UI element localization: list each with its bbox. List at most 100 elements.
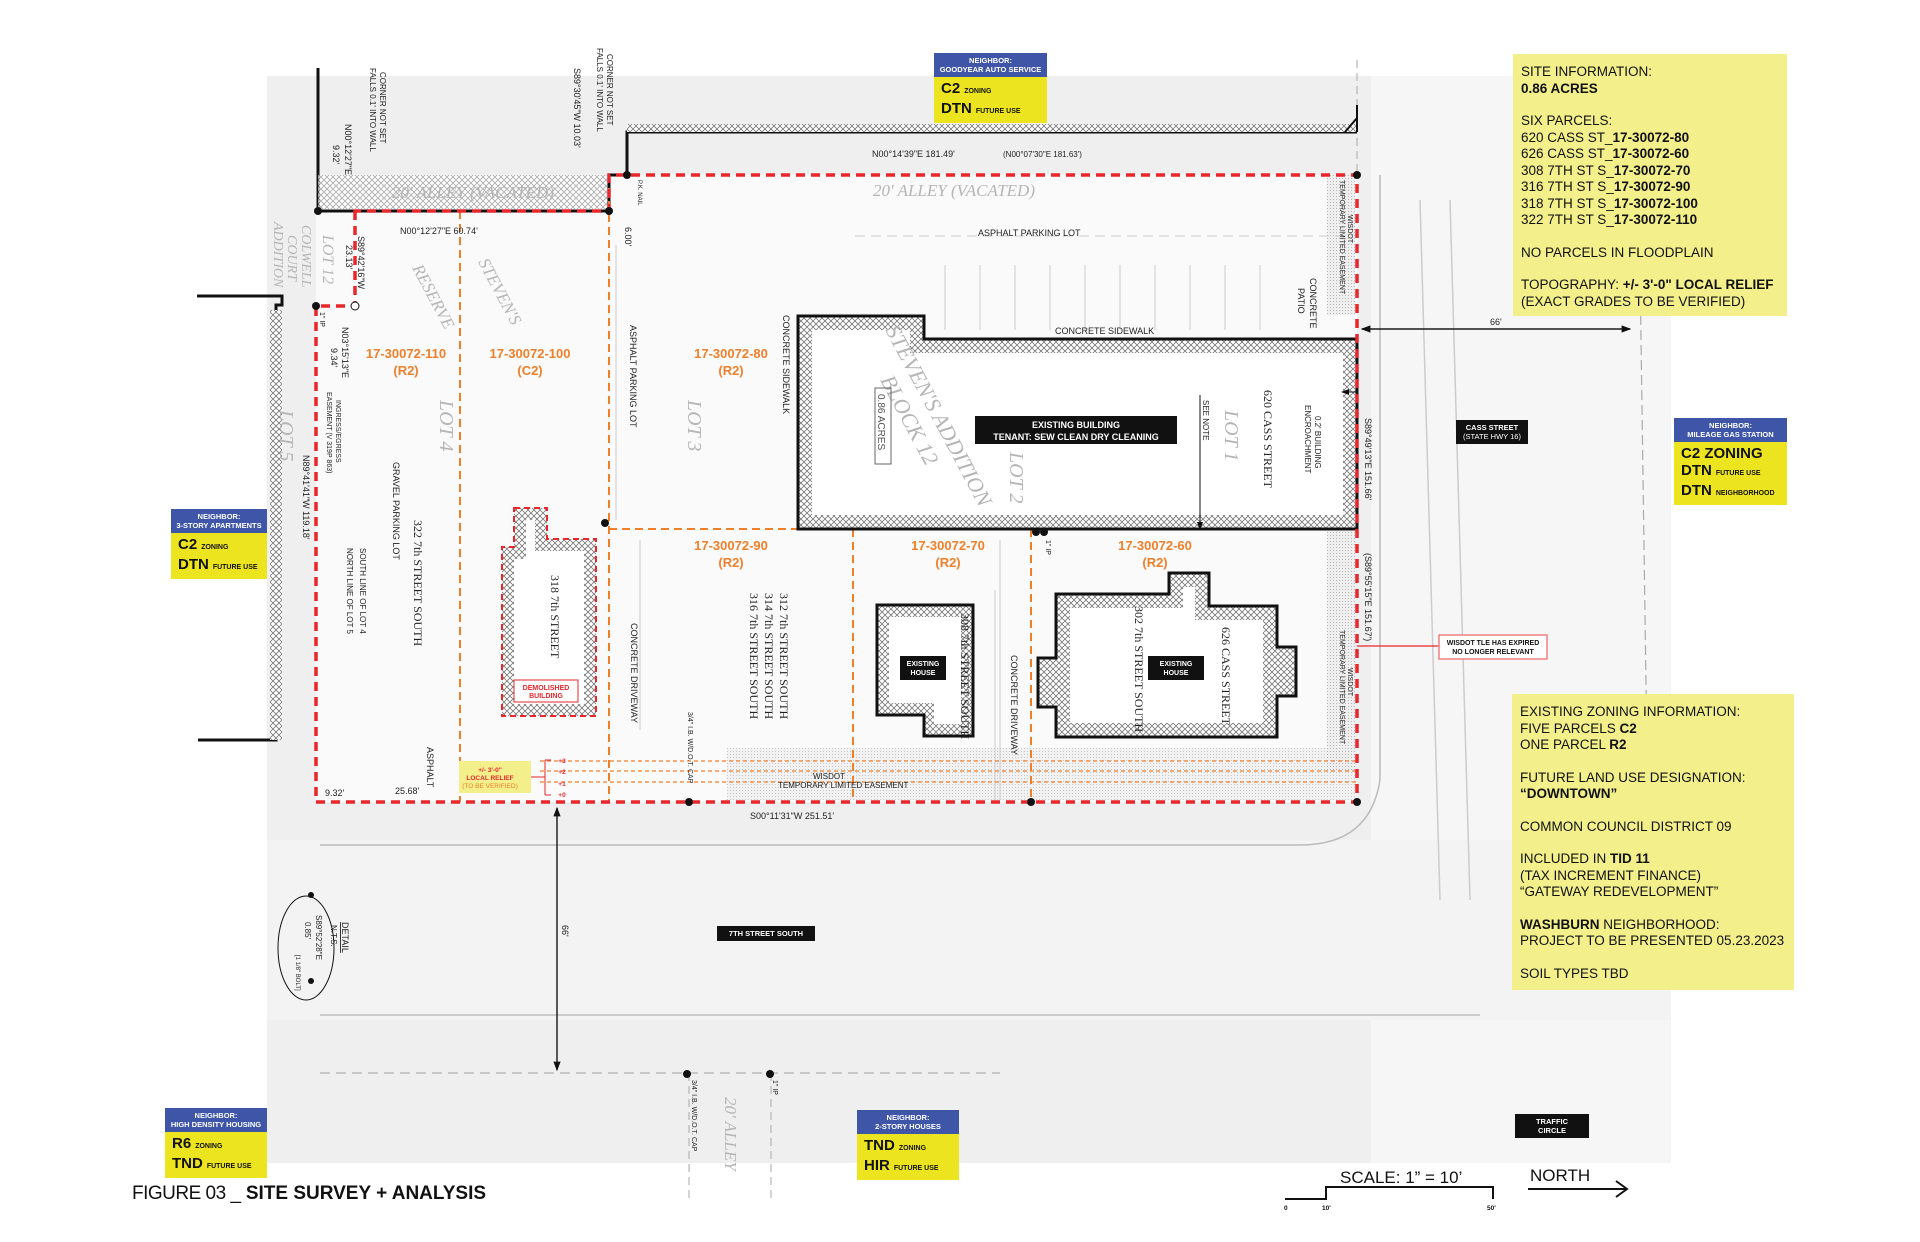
court-label: COURT <box>284 235 299 282</box>
address-620-cass: 620 CASS STREET <box>1261 390 1275 489</box>
wisdot-v-2: TEMPORARY LIMITED EASEMENT <box>1338 180 1345 295</box>
local-relief-callout <box>459 761 531 793</box>
north-arrow-icon <box>1528 1180 1629 1198</box>
parcel-row: 318 7TH ST S_17-30072-100 <box>1521 195 1698 211</box>
dim-bottom: S00°11'31"W 251.51' <box>750 811 834 821</box>
parcel-label-80: 17-30072-80 <box>694 346 768 361</box>
addition-label: ADDITION <box>270 221 285 288</box>
floodplain-note: NO PARCELS IN FLOODPLAIN <box>1521 244 1714 260</box>
address-312: 312 7th STREET SOUTH <box>777 593 791 719</box>
detail-nts: N.T.S. <box>329 925 338 947</box>
wisdot-v-3: WISDOT <box>1346 668 1353 697</box>
dim-top-record: (N00°07'30"E 181.63') <box>1003 150 1082 159</box>
neighbor-wall-left <box>197 294 284 742</box>
asphalt-label: ASPHALT <box>425 747 435 788</box>
parcel-zone-60: (R2) <box>1142 555 1167 570</box>
patio-2: PATIO <box>1296 288 1306 314</box>
alley-label-2: 20' ALLEY (VACATED) <box>873 181 1035 200</box>
dim-66-v: 66' <box>560 925 570 937</box>
corner-note-2a: CORNER NOT SET <box>605 54 614 126</box>
south-line-1: SOUTH LINE OF LOT 4 <box>358 548 367 634</box>
south-line-2: NORTH LINE OF LOT 5 <box>345 548 354 634</box>
parcel-row: 316 7TH ST S_17-30072-90 <box>1521 179 1691 194</box>
address-322: 322 7th STREET SOUTH <box>411 520 425 646</box>
cass-street-tag: CASS STREET(STATE HWY 16) <box>1456 420 1528 444</box>
encroach-2: ENCROACHMENT <box>1303 405 1312 474</box>
parcel-zone-100: (C2) <box>517 363 542 378</box>
ip-1: 1" IP <box>771 1080 778 1095</box>
dim-n03: N03°15'13"E <box>340 327 350 378</box>
sidewalk-v: CONCRETE SIDEWALK <box>781 315 791 414</box>
seventh-street-tag: 7TH STREET SOUTH <box>717 926 815 941</box>
detail-callout <box>277 895 335 1001</box>
grade-0: +0 <box>558 792 566 799</box>
parcel-label-60: 17-30072-60 <box>1118 538 1192 553</box>
detail-bolt: [1 1/8" BOLT] <box>294 955 300 991</box>
neighborhood-name: WASHBURN <box>1520 916 1600 932</box>
driveway-2: CONCRETE DRIVEWAY <box>1009 655 1019 755</box>
detail-dim: S89°52'28"E <box>314 915 323 960</box>
wisdot-expired-1: WISDOT TLE HAS EXPIRED <box>1447 640 1540 647</box>
presentation-date: PROJECT TO BE PRESENTED 05.23.2023 <box>1520 933 1785 948</box>
parcel-row: 620 CASS ST_17-30072-80 <box>1521 129 1690 145</box>
grade-2: +2 <box>558 769 566 776</box>
dim-n60: N00°12'27"E 60.74' <box>400 226 478 236</box>
corner-note-1a: CORNER NOT SET <box>378 72 387 144</box>
parcel-zone-80: (R2) <box>718 363 743 378</box>
council-district: COMMON COUNCIL DISTRICT 09 <box>1520 818 1732 834</box>
ib-cap-2: 3/4" I.B. W/D.O.T. CAP <box>690 1080 697 1152</box>
dim-right: S89°49'13"E 151.66' <box>1363 418 1373 501</box>
parcel-row: 308 7TH ST S_17-30072-70 <box>1521 162 1691 178</box>
parcel-row: 626 CASS ST_17-30072-60 <box>1521 146 1690 161</box>
building-tag-2: TENANT: SEW CLEAN DRY CLEANING <box>993 432 1159 442</box>
parcel-zone-70: (R2) <box>935 555 960 570</box>
grade-3: +3 <box>558 758 566 765</box>
figure-number: FIGURE 03 _ <box>132 1183 241 1204</box>
address-308: 308 7th STREET SOUTH <box>958 613 972 739</box>
parcel-label-70: 17-30072-70 <box>911 538 985 553</box>
ip-3: 1" IP <box>318 312 325 327</box>
parcels-heading: SIX PARCELS: <box>1521 113 1613 128</box>
demolished-tag-1: DEMOLISHED <box>523 685 570 692</box>
building-tag-1: EXISTING BUILDING <box>1032 420 1120 430</box>
lot4-label: LOT 4 <box>435 399 457 451</box>
wisdot-h-2: TEMPORARY LIMITED EASEMENT <box>778 781 909 790</box>
tid-value: TID 11 <box>1610 851 1650 866</box>
dim-66-h: 66' <box>1490 317 1502 327</box>
lot2-label: LOT 2 <box>1005 451 1027 503</box>
corner-note-1b: FALLS 0.1' INTO WALL <box>368 68 377 152</box>
dim-932: 9.32' <box>325 788 345 798</box>
parcel-zone-110: (R2) <box>393 363 418 378</box>
sidewalk-label: CONCRETE SIDEWALK <box>1055 326 1154 336</box>
ip-2: 1" IP <box>1044 540 1051 555</box>
patio-1: CONCRETE <box>1308 278 1318 329</box>
house-tag-308-1: EXISTING <box>907 661 940 668</box>
dim-932-top: 9.32' <box>331 145 341 165</box>
wisdot-expired-2: NO LONGER RELEVANT <box>1452 649 1534 656</box>
house-tag-626-2: HOUSE <box>1164 670 1189 677</box>
detail-085: 0.85' <box>303 922 312 940</box>
scale-bar <box>1285 1186 1494 1200</box>
flu-value: “DOWNTOWN” <box>1520 786 1618 801</box>
grade-1: +1 <box>558 781 566 788</box>
wisdot-h-1: WISDOT <box>813 772 845 781</box>
address-318: 318 7th STREET <box>548 575 562 659</box>
relief-1: +/- 3'-0" <box>478 767 502 774</box>
asphalt-lot-label: ASPHALT PARKING LOT <box>978 228 1081 238</box>
traffic-circle-tag: TRAFFIC CIRCLE <box>1515 1114 1589 1138</box>
ib-cap-1: 3/4" I.B. W/D.O.T. CAP <box>686 712 693 784</box>
parcel-label-110: 17-30072-110 <box>366 346 446 361</box>
scale-tick-10: 10' <box>1322 1205 1331 1212</box>
ingress-2: EASEMENT (V 319P 863) <box>325 392 332 473</box>
dim-right-record: (S89°55'15"E 151.67') <box>1363 553 1373 641</box>
dim-s89: S89°42'16"W <box>356 236 366 290</box>
site-information-panel: SITE INFORMATION:0.86 ACRES SIX PARCELS:… <box>1513 54 1787 316</box>
relief-2: LOCAL RELIEF <box>466 775 513 782</box>
figure-title: FIGURE 03 _ SITE SURVEY + ANALYSIS <box>132 1183 486 1205</box>
address-302: 302 7th STREET SOUTH <box>1132 606 1146 732</box>
